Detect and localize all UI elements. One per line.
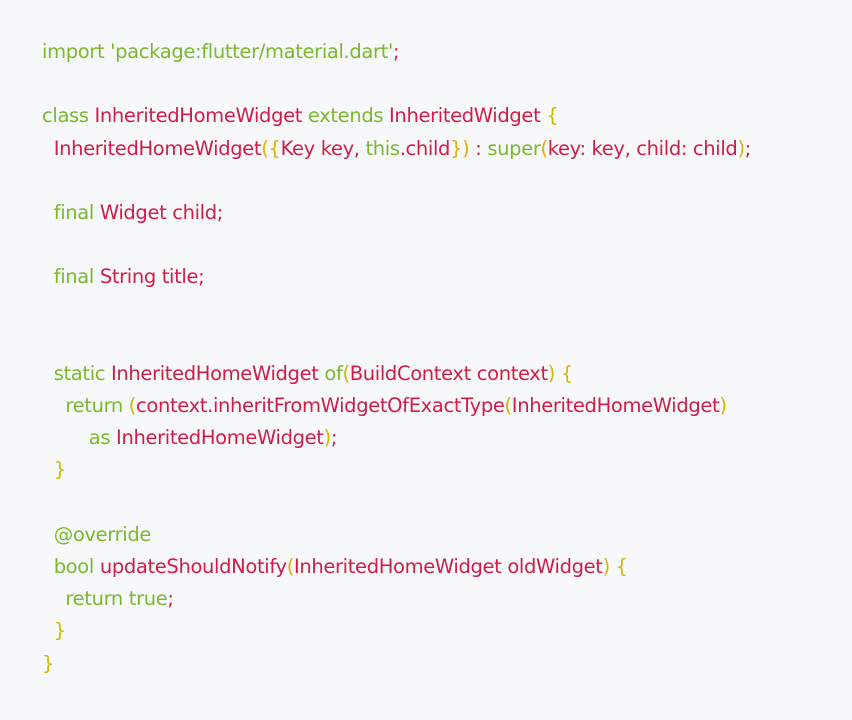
code-line: import 'package:flutter/material.dart'; bbox=[42, 36, 852, 68]
code-line: bool updateShouldNotify(InheritedHomeWid… bbox=[42, 551, 852, 583]
code-token: ( bbox=[504, 394, 513, 418]
code-token: ) bbox=[737, 136, 745, 160]
code-token: ({ bbox=[261, 136, 281, 160]
code-token: ) bbox=[323, 426, 332, 450]
code-line: } bbox=[42, 648, 852, 680]
code-token: final bbox=[42, 200, 100, 224]
code-token: }) bbox=[450, 136, 470, 160]
code-token: InheritedHomeWidget bbox=[116, 426, 324, 450]
code-line bbox=[42, 165, 852, 197]
code-line: @override bbox=[42, 519, 852, 551]
code-token: InheritedWidget bbox=[389, 104, 547, 128]
code-line: InheritedHomeWidget({Key key, this.child… bbox=[42, 133, 852, 165]
code-token: updateShouldNotify bbox=[99, 555, 287, 578]
code-token: ; bbox=[393, 40, 400, 63]
code-token: return bbox=[42, 394, 129, 418]
code-token: ( bbox=[128, 394, 137, 418]
code-token: of bbox=[324, 361, 343, 385]
code-token: class bbox=[42, 104, 95, 128]
code-token: ( bbox=[342, 361, 350, 385]
code-token: @override bbox=[42, 522, 152, 546]
code-line: } bbox=[42, 454, 852, 486]
code-token: InheritedHomeWidget oldWidget bbox=[293, 555, 603, 578]
code-token: extends bbox=[307, 104, 390, 128]
code-token: Key key, bbox=[280, 136, 366, 160]
code-token: Widget child; bbox=[99, 200, 224, 224]
code-line: final Widget child; bbox=[42, 197, 852, 229]
code-line: final String title; bbox=[42, 261, 852, 293]
code-token: ) { bbox=[602, 555, 629, 578]
code-line: static InheritedHomeWidget of(BuildConte… bbox=[42, 358, 852, 390]
code-token: ( bbox=[540, 136, 549, 160]
code-token: } bbox=[42, 619, 66, 643]
code-token: } bbox=[42, 651, 55, 675]
code-token: .child bbox=[399, 136, 451, 160]
code-token: context.inheritFromWidgetOfExactType bbox=[136, 394, 505, 418]
code-line bbox=[42, 326, 852, 358]
code-line bbox=[42, 487, 852, 519]
code-token: BuildContext context bbox=[349, 361, 548, 385]
code-token: ( bbox=[286, 555, 295, 578]
code-token: InheritedHomeWidget bbox=[94, 104, 308, 128]
code-token: InheritedHomeWidget bbox=[42, 136, 262, 160]
code-token: super bbox=[487, 136, 541, 160]
code-token: true bbox=[128, 587, 168, 611]
code-token: 'package:flutter/material.dart' bbox=[110, 40, 394, 63]
code-token: InheritedHomeWidget bbox=[111, 361, 325, 385]
code-line: class InheritedHomeWidget extends Inheri… bbox=[42, 100, 852, 132]
code-token: String title; bbox=[99, 265, 205, 289]
code-token: this bbox=[365, 136, 401, 160]
code-line bbox=[42, 68, 852, 100]
code-line: return (context.inheritFromWidgetOfExact… bbox=[42, 390, 852, 422]
code-token: key: key, child: child bbox=[547, 136, 738, 160]
code-token: as bbox=[42, 426, 117, 450]
code-line: return true; bbox=[42, 583, 852, 615]
code-line bbox=[42, 294, 852, 326]
code-token: InheritedHomeWidget bbox=[511, 394, 720, 418]
code-line bbox=[42, 229, 852, 261]
code-token: ) bbox=[719, 394, 727, 418]
code-token: import bbox=[42, 40, 111, 63]
code-token: bool bbox=[42, 555, 100, 578]
code-line: as InheritedHomeWidget); bbox=[42, 422, 852, 454]
code-token: ; bbox=[167, 587, 174, 611]
code-token: ) { bbox=[547, 361, 574, 385]
code-token: } bbox=[42, 458, 66, 482]
code-token: ; bbox=[744, 136, 752, 160]
code-token: ; bbox=[330, 426, 338, 450]
code-token: { bbox=[546, 104, 559, 128]
code-token: final bbox=[42, 265, 100, 289]
code-token: return bbox=[42, 587, 129, 611]
code-line: } bbox=[42, 615, 852, 647]
code-token: : bbox=[469, 136, 488, 160]
code-token: static bbox=[42, 361, 111, 385]
